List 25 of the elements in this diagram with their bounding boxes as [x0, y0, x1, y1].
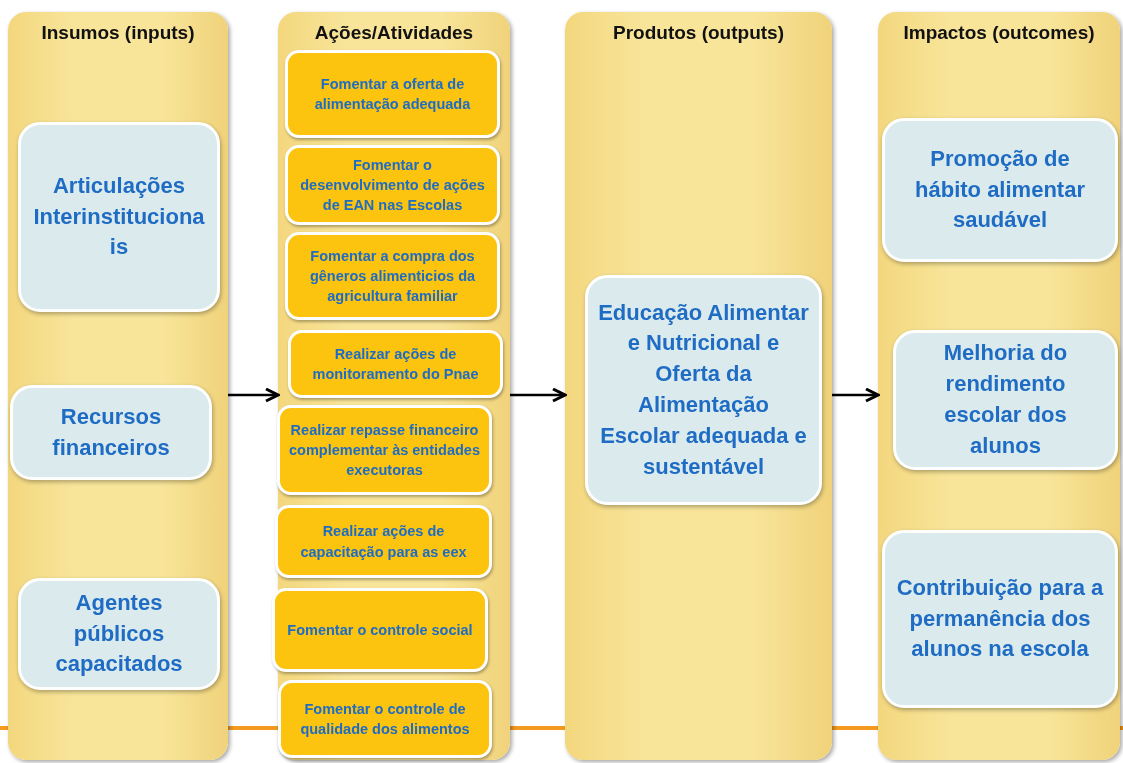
column-heading: Produtos (outputs) [613, 22, 784, 44]
result-box: Contribuição para a permanência dos alunos na escola [882, 530, 1118, 708]
activity-box: Fomentar a compra dos gêneros alimenticios da agricultura familiar [285, 232, 500, 320]
activity-box: Fomentar o controle social [272, 588, 488, 672]
activity-box: Realizar repasse financeiro complementar às entidades executoras [277, 405, 492, 495]
activity-box: Fomentar a oferta de alimentação adequada [285, 50, 500, 138]
result-box: Agentes públicos capacitados [18, 578, 220, 690]
activity-box: Realizar ações de capacitação para as eex [275, 505, 492, 578]
activity-box: Realizar ações de monitoramento do Pnae [288, 330, 503, 398]
result-box: Melhoria do rendimento escolar dos alunos [893, 330, 1118, 470]
activity-box: Fomentar o desenvolvimento de ações de EAN nas Escolas [285, 145, 500, 225]
result-box: Educação Alimentar e Nutricional e Oferta da Alimentação Escolar adequada e sustentável [585, 275, 822, 505]
column-heading: Ações/Atividades [314, 22, 474, 44]
column-panel [878, 12, 1120, 760]
column-panel [565, 12, 832, 760]
column-heading: Impactos (outcomes) [903, 22, 1095, 44]
activity-box: Fomentar o controle de qualidade dos alimentos [278, 680, 492, 758]
arrow [832, 387, 880, 403]
column-panel [8, 12, 228, 760]
result-box: Promoção de hábito alimentar saudável [882, 118, 1118, 262]
column-heading: Insumos (inputs) [41, 22, 195, 44]
arrow [228, 387, 280, 403]
result-box: Articulações Interinstitucionais [18, 122, 220, 312]
arrow [510, 387, 567, 403]
result-box: Recursos financeiros [10, 385, 212, 480]
